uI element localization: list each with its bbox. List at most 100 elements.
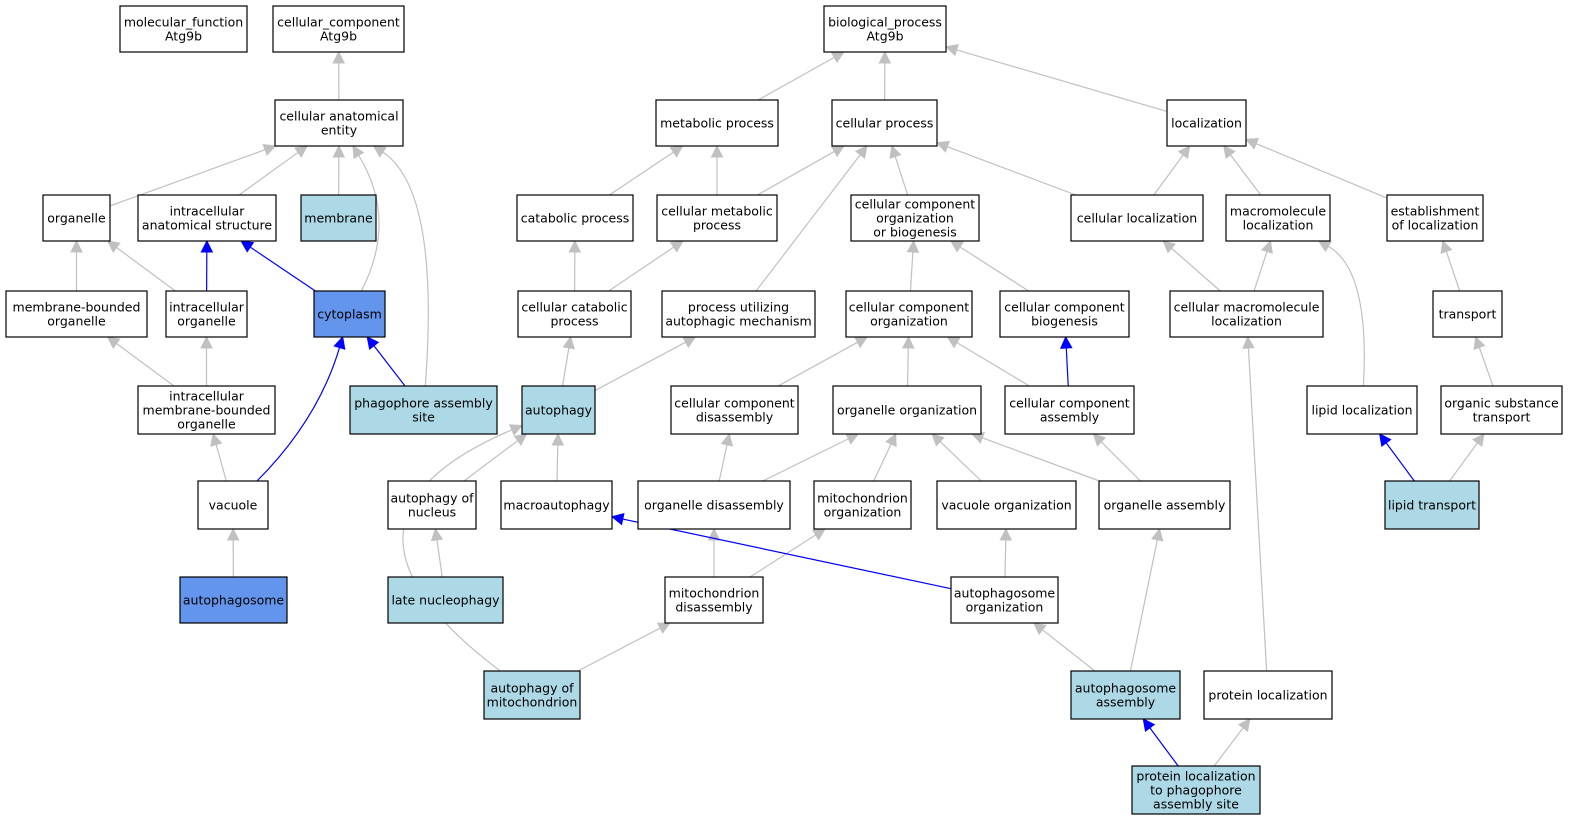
edge-cmloc-to-macroloc [1253, 239, 1273, 292]
node-latenuc[interactable]: late nucleophagy [387, 576, 504, 624]
node-protloc[interactable]: protein localization [1203, 670, 1333, 720]
node-cellloc[interactable]: cellular localization [1070, 194, 1204, 242]
edge-aon-to-autophagy [463, 433, 528, 482]
node-label: entity [321, 123, 358, 138]
node-label: anatomical structure [142, 218, 272, 233]
edge-line [358, 155, 380, 292]
node-label: membrane-bounded [13, 300, 141, 315]
edge-line [561, 347, 570, 387]
node-autophagosome[interactable]: autophagosome [179, 576, 288, 624]
node-label: organelle organization [837, 403, 977, 418]
edge-line [622, 518, 952, 590]
edge-line [116, 343, 175, 387]
node-loc[interactable]: localization [1166, 99, 1247, 147]
node-label: to phagophore [1150, 783, 1242, 798]
node-cytoplasm[interactable]: cytoplasm [313, 290, 386, 338]
edge-membrane-to-cae [332, 144, 346, 196]
edge-arrowhead [656, 622, 671, 634]
edge-macroloc-to-loc [1223, 145, 1262, 196]
edge-cca-to-ccb [1059, 335, 1073, 387]
edge-organelle-to-cae [109, 143, 277, 207]
edge-macroaut-to-autophagy [551, 432, 565, 482]
node-membrane[interactable]: membrane [300, 194, 377, 242]
edge-apo-to-vacorg [999, 527, 1013, 578]
node-vacuole[interactable]: vacuole [197, 480, 269, 530]
node-label: mitochondrion [669, 586, 760, 601]
edge-ccd-to-cco [777, 336, 869, 387]
edge-arrowhead [1379, 433, 1392, 448]
node-orgass[interactable]: organelle assembly [1098, 480, 1231, 530]
node-orgdis[interactable]: organelle disassembly [637, 480, 791, 530]
edge-line [1253, 251, 1268, 292]
edge-arrowhead [935, 140, 950, 153]
node-label: of localization [1392, 218, 1479, 233]
edge-imbo-to-mbo [106, 336, 175, 387]
node-label: process utilizing [688, 300, 789, 315]
node-label: biological_process [828, 15, 942, 30]
node-orgorg[interactable]: organelle organization [832, 385, 982, 435]
edge-vacuole-to-cytoplasm [256, 335, 346, 482]
node-label: transport [1473, 410, 1531, 425]
node-lipidloc[interactable]: lipid localization [1306, 385, 1418, 435]
edge-arrowhead [106, 336, 121, 349]
edge-line [402, 429, 513, 672]
node-lipidtr[interactable]: lipid transport [1384, 480, 1480, 530]
node-metab[interactable]: metabolic process [655, 99, 779, 147]
node-box [1131, 765, 1261, 815]
edge-arrowhead [1059, 335, 1073, 349]
node-label: cellular component [855, 197, 975, 212]
edge-arrowhead [1142, 718, 1156, 732]
node-label: biogenesis [1031, 314, 1098, 329]
node-catab[interactable]: catabolic process [516, 194, 634, 242]
node-organelle[interactable]: organelle [42, 194, 111, 242]
node-label: or biogenesis [873, 225, 957, 240]
node-label: Atg9b [320, 29, 357, 44]
node-label: cellular component [849, 300, 969, 315]
node-autophagy[interactable]: autophagy [521, 385, 596, 435]
node-label: cellular process [836, 116, 934, 131]
node-transport[interactable]: transport [1432, 290, 1503, 338]
node-label: nucleus [408, 505, 456, 520]
node-label: cellular_component [277, 15, 400, 30]
edge-cellloc-to-cellproc [935, 140, 1077, 196]
node-box [655, 99, 779, 147]
node-box [637, 480, 791, 530]
node-cellproc[interactable]: cellular process [831, 99, 938, 147]
node-label: lipid transport [1388, 498, 1476, 513]
node-macroaut[interactable]: macroautophagy [500, 480, 613, 530]
node-label: assembly [1096, 695, 1156, 710]
node-box [664, 576, 764, 624]
node-label: cellular component [674, 396, 794, 411]
edge-arrowhead [610, 512, 625, 526]
node-vacorg[interactable]: vacuole organization [936, 480, 1077, 530]
node-box [1386, 194, 1484, 242]
